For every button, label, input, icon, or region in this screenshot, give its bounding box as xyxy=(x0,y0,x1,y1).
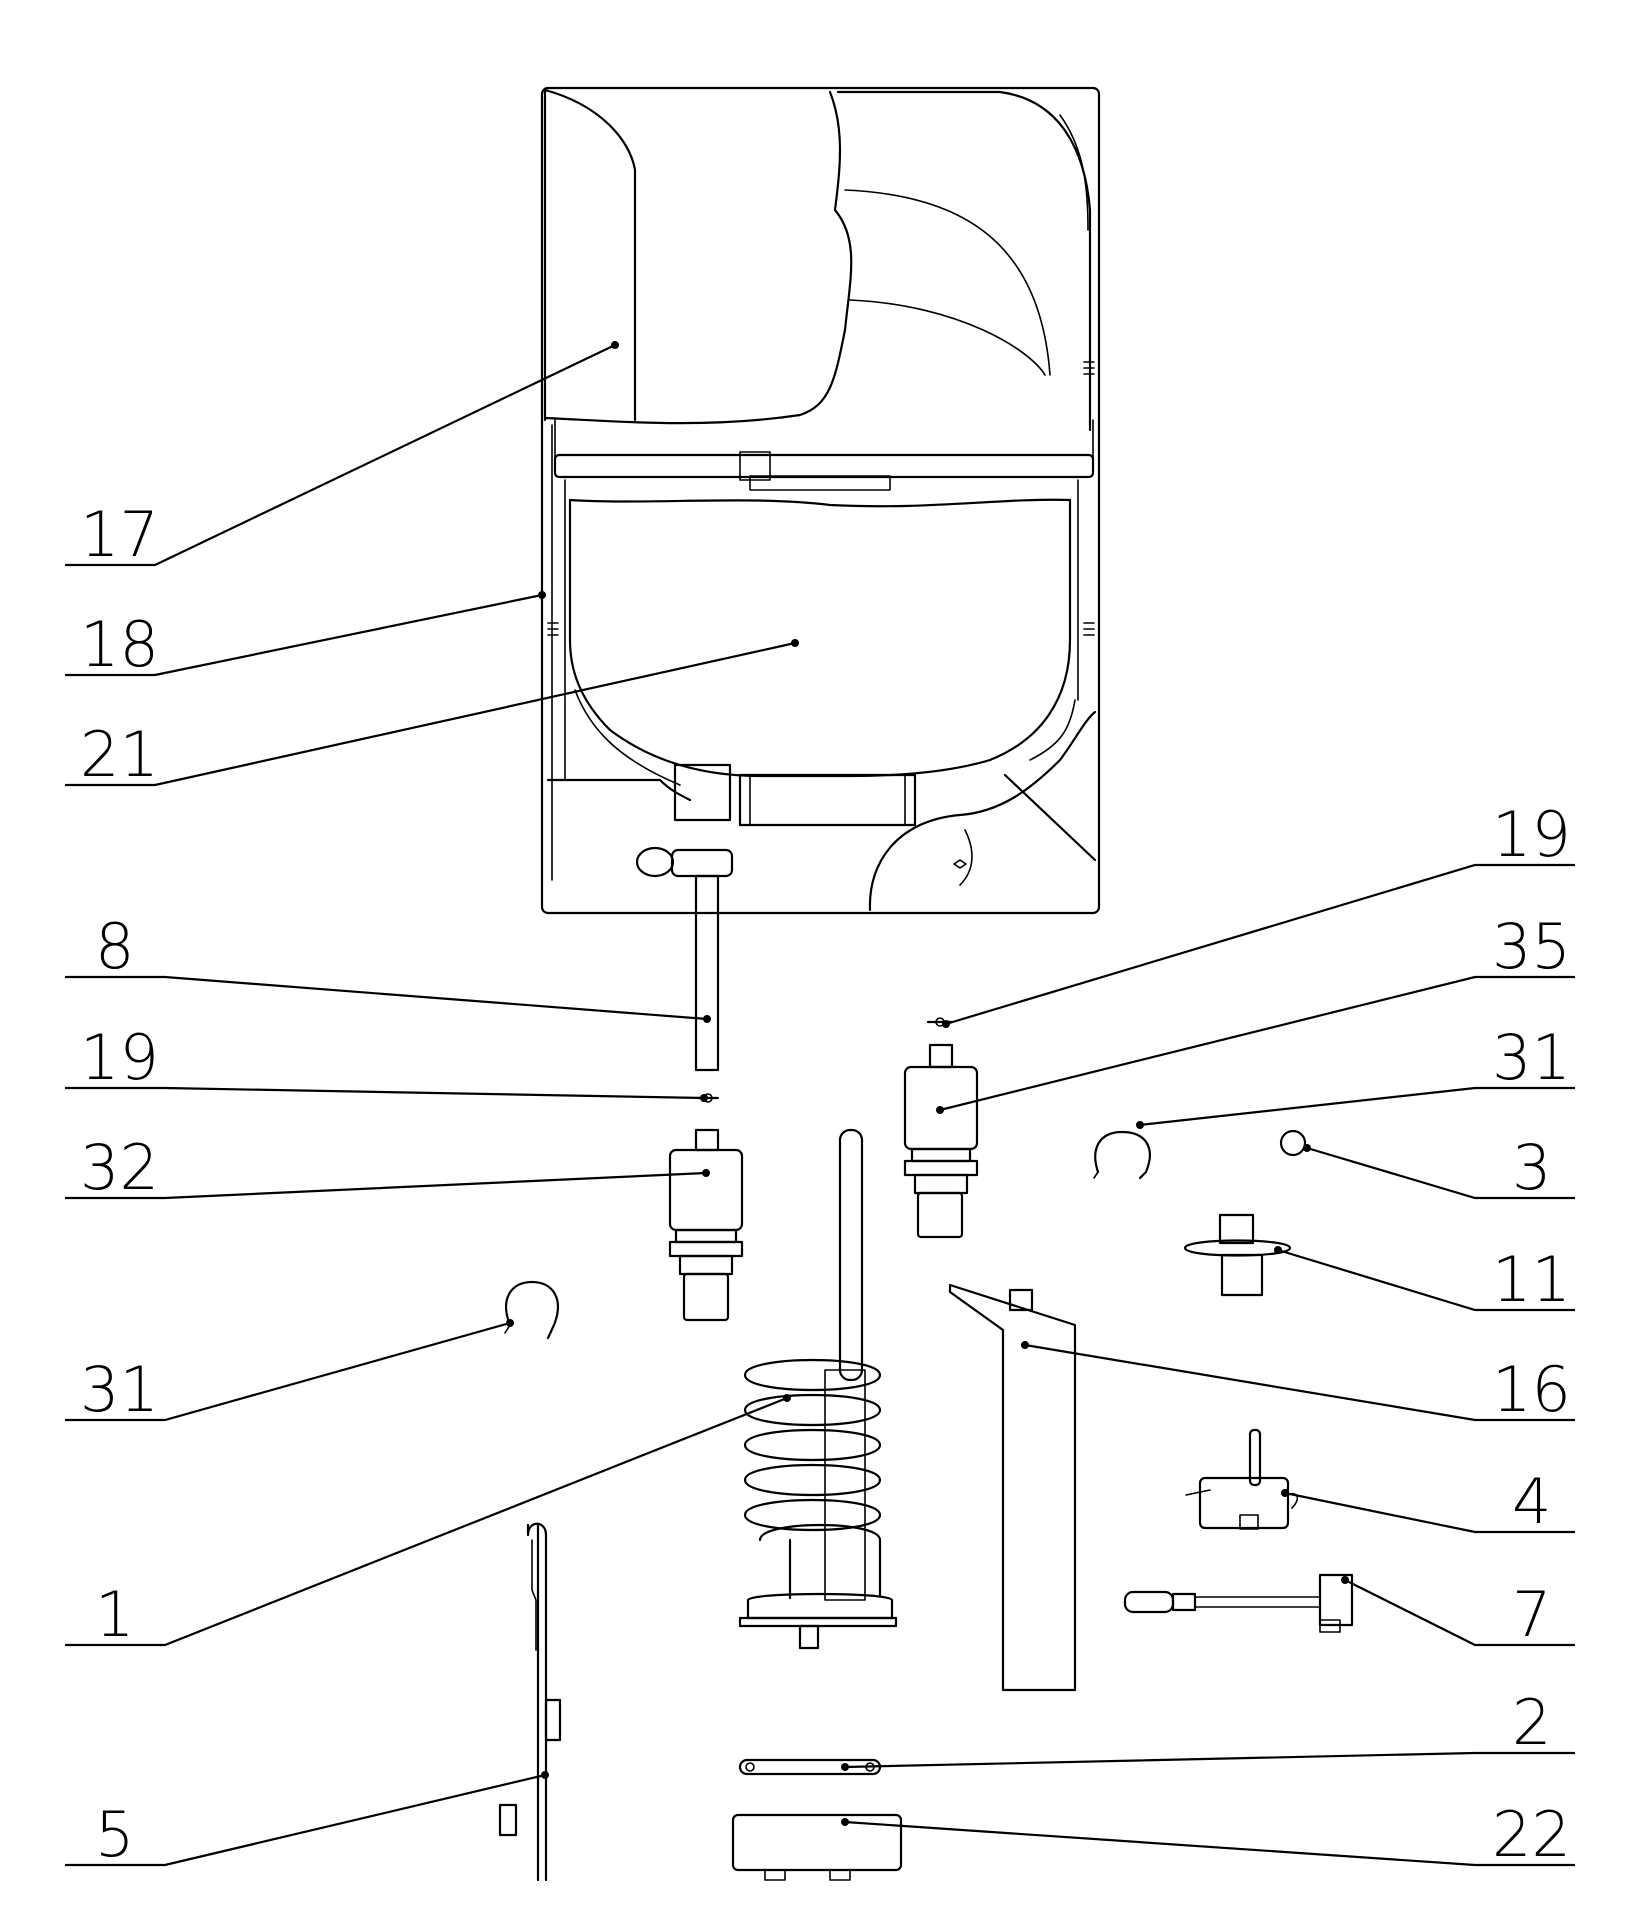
callout-11: 11 xyxy=(1492,1243,1571,1316)
part-31-clip-left xyxy=(504,1280,559,1340)
part-7-cable-sensor xyxy=(1123,1573,1354,1633)
part-5-bracket xyxy=(498,1522,562,1882)
callout-16: 16 xyxy=(1492,1353,1571,1426)
callout-21: 21 xyxy=(80,718,159,791)
callout-35: 35 xyxy=(1492,910,1571,983)
callout-32: 32 xyxy=(80,1131,159,1204)
callout-5: 5 xyxy=(95,1798,134,1871)
callout-7: 7 xyxy=(1512,1578,1551,1651)
part-22-cover-box xyxy=(731,1813,903,1881)
part-3-ball xyxy=(1279,1129,1307,1157)
callout-1: 1 xyxy=(95,1578,134,1651)
part-1-heating-element xyxy=(738,1128,898,1650)
callout-3: 3 xyxy=(1512,1131,1551,1204)
callout-31-left: 31 xyxy=(80,1353,159,1426)
callout-4: 4 xyxy=(1512,1465,1551,1538)
callout-19-right: 19 xyxy=(1492,798,1571,871)
part-4-thermostat xyxy=(1185,1428,1299,1530)
part-31-clip-right xyxy=(1093,1130,1151,1180)
part-35-safety-valve xyxy=(903,1043,979,1239)
callout-labels: 17 18 21 8 19 32 31 1 5 19 35 31 3 11 16… xyxy=(80,498,1571,1871)
callout-leaders xyxy=(65,341,1575,1867)
part-32-pressure-valve xyxy=(668,1128,744,1322)
callout-8: 8 xyxy=(95,910,134,983)
part-16-side-bracket xyxy=(948,1283,1077,1692)
callout-17: 17 xyxy=(80,498,159,571)
part-11-knob xyxy=(1183,1213,1292,1297)
heater-housing-assembly xyxy=(540,86,1101,1072)
callout-18: 18 xyxy=(80,608,159,681)
callout-19-left: 19 xyxy=(80,1021,159,1094)
callout-31-right: 31 xyxy=(1492,1021,1571,1094)
callout-22: 22 xyxy=(1492,1798,1571,1871)
callout-2: 2 xyxy=(1512,1686,1551,1759)
